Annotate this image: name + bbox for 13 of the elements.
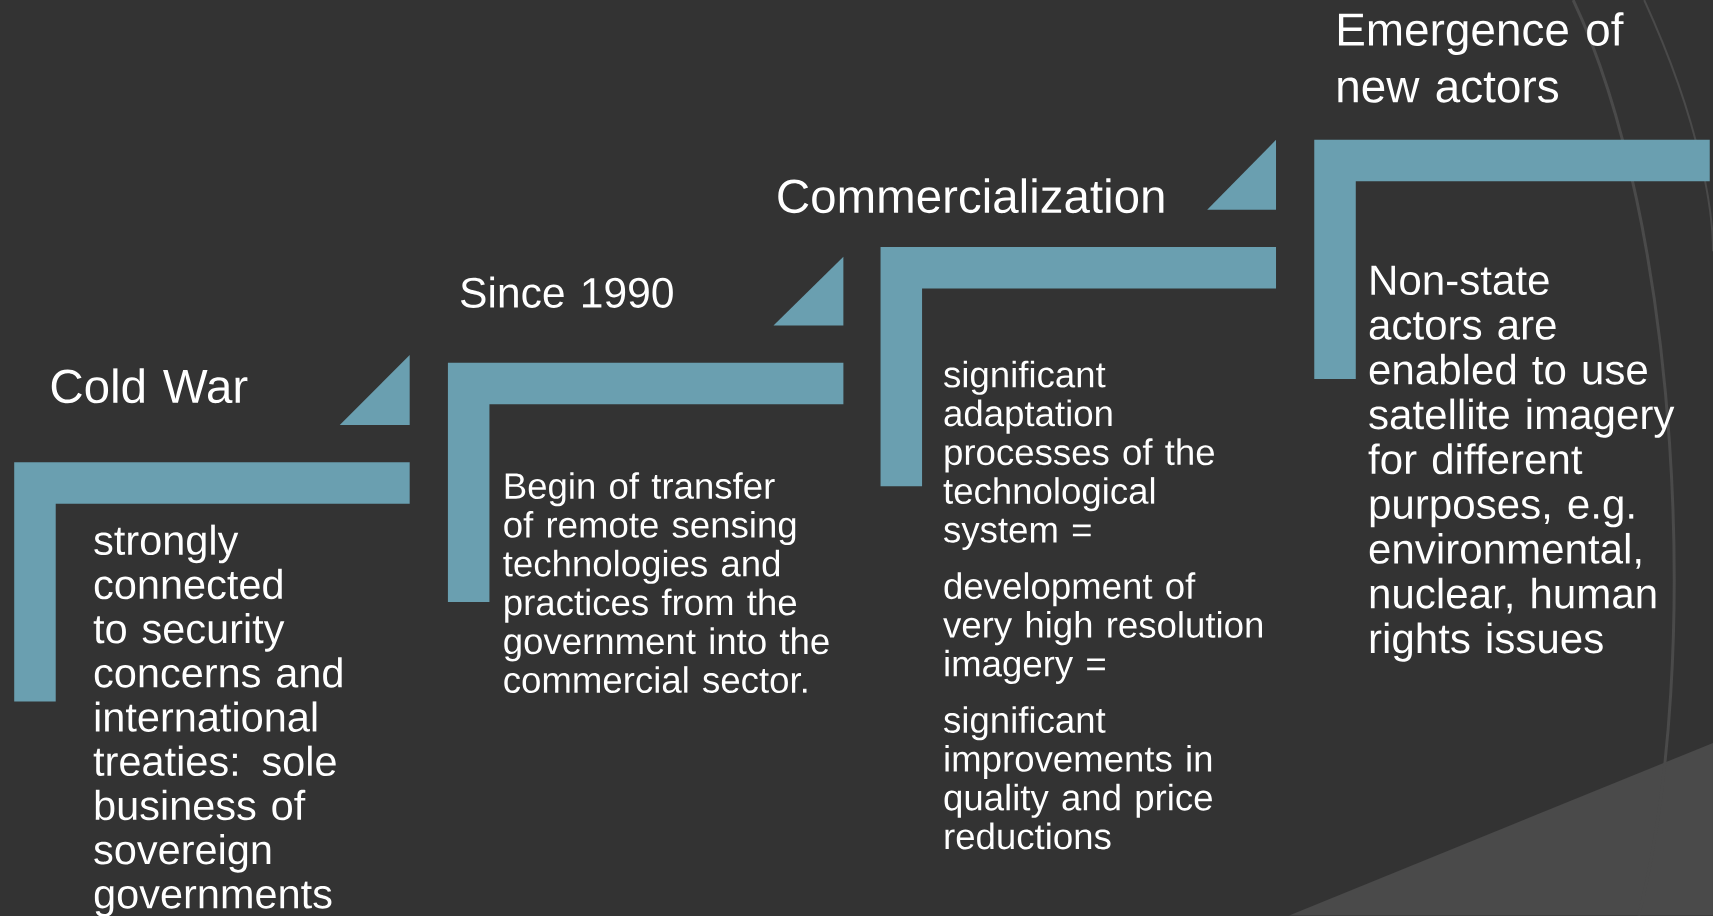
step-box (1314, 12, 1710, 662)
step-text: significant adaptation processes of the technological system = (943, 360, 1214, 551)
step-text: significant improvements in quality and price reductions (944, 706, 1212, 850)
step-text: development of very high resolution imagery = (943, 572, 1262, 684)
step-box (14, 368, 410, 916)
step-text: Non-state actors are enabled to use satellite imagery for different purposes, e.g. environmental, nuclear, human rights issues (1368, 265, 1675, 662)
step-text: Begin of transfer of remote sensing technologies and practices from the government into the commercial sector. (503, 472, 829, 694)
step-box (447, 276, 844, 694)
step-heading: Since 1990 (461, 276, 673, 308)
step-heading: Commercialization (778, 178, 1164, 214)
step-text: strongly connected to security concerns and international treaties: sole business of sovereign governments (93, 524, 342, 916)
step-heading: Cold War (51, 368, 248, 404)
step-heading: Emergence of new actors (1338, 12, 1624, 103)
